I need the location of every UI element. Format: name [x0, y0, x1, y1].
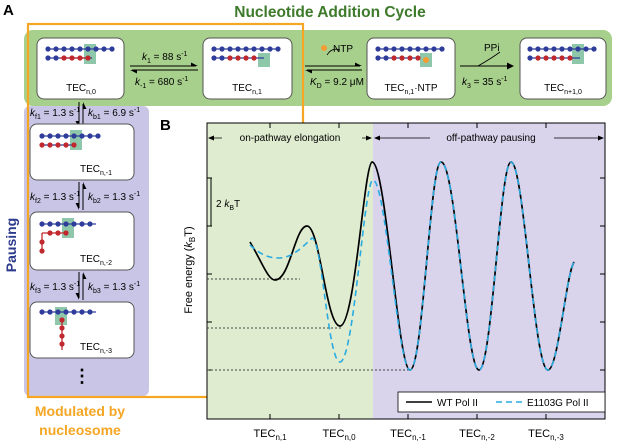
modulated-label-line2: nucleosome [39, 422, 121, 438]
state-label-tec-n1-ntp: TECn,1·NTP [384, 83, 437, 96]
arrow-kf2-kb2 [75, 182, 87, 210]
rate-kb2: kb2 = 1.3 s-1 [88, 191, 140, 205]
arrow-k3 [460, 62, 514, 70]
panel-b-label: B [160, 117, 171, 134]
arrow-kf3-kb3 [75, 272, 87, 300]
region-right-label: off-pathway pausing [446, 133, 535, 144]
state-tec-n0: TECn,0 [36, 37, 125, 100]
scale-bar-label: 2 kBT [216, 199, 240, 212]
modulated-label-line1: Modulated by [35, 403, 125, 419]
rate-kb1: kb1 = 6.9 s-1 [88, 107, 140, 121]
cycle-background [24, 30, 612, 106]
rate-km1: k-1 = 680 s-1 [135, 76, 188, 90]
region-on-pathway [207, 123, 373, 419]
ppi-curve-arrow [477, 51, 501, 67]
plot-frame [206, 122, 606, 420]
state-tec-nm2: TECn,-2 [29, 211, 135, 271]
legend-label-wt: WT Pol II [437, 398, 478, 409]
ppi-label: PPi [484, 43, 500, 54]
region-left-label-bg [222, 131, 362, 144]
state-label-tec-n0: TECn,0 [66, 83, 96, 96]
x-tick-label: TECn,-3 [528, 428, 564, 442]
y-axis-label: Free energy (kBT) [183, 226, 197, 313]
state-label-tec-n1: TECn,1 [232, 83, 262, 96]
arrow-k1-km1 [130, 62, 198, 74]
state-label-tec-next: TECn+1,0 [544, 83, 582, 96]
state-label-tec-nm1: TECn,-1 [80, 164, 112, 177]
state-label-tec-nm3: TECn,-3 [80, 342, 112, 355]
state-tec-n1: TECn,1 [202, 37, 293, 100]
panel-a-label: A [3, 2, 14, 19]
arrow-ntp-binding [305, 62, 362, 74]
legend: WT Pol II E1103G Pol II [397, 391, 606, 413]
state-tec-next: TECn+1,0 [519, 37, 607, 100]
region-right-label-bg [430, 131, 554, 144]
ellipsis: ⋮ [73, 366, 91, 386]
e1103g-pol-ii-curve [249, 161, 575, 371]
cycle-title: Nucleotide Addition Cycle [234, 4, 426, 21]
state-tec-nm3: TECn,-3 [29, 301, 135, 359]
region-left-label: on-pathway elongation [240, 133, 341, 144]
ntp-label: NTP [333, 44, 353, 55]
rate-kf3: kf3 = 1.3 s-1 [30, 281, 80, 295]
rate-kd: KD = 9.2 μM [310, 77, 364, 90]
x-tick-label: TECn,-1 [390, 428, 426, 442]
ntp-dot [321, 45, 327, 51]
x-tick-label: TECn,0 [322, 428, 356, 442]
rate-kf1: kf1 = 1.3 s-1 [30, 107, 80, 121]
rate-k1: k1 = 88 s-1 [142, 51, 188, 65]
rate-kf2: kf2 = 1.3 s-1 [30, 191, 80, 205]
x-tick-label: TECn,1 [253, 428, 287, 442]
state-label-tec-nm2: TECn,-2 [80, 254, 112, 267]
state-tec-n1-ntp: TECn,1·NTP [366, 37, 456, 100]
rate-k3: k3 = 35 s-1 [462, 76, 508, 90]
reference-lines [207, 278, 410, 371]
x-tick-label: TECn,-2 [459, 428, 495, 442]
pausing-label: Pausing [3, 218, 19, 272]
rate-kb3: kb3 = 1.3 s-1 [88, 281, 140, 295]
legend-label-e1103g: E1103G Pol II [527, 398, 589, 409]
ntp-curve-arrow [326, 48, 341, 56]
state-tec-nm1: TECn,-1 [29, 123, 135, 181]
